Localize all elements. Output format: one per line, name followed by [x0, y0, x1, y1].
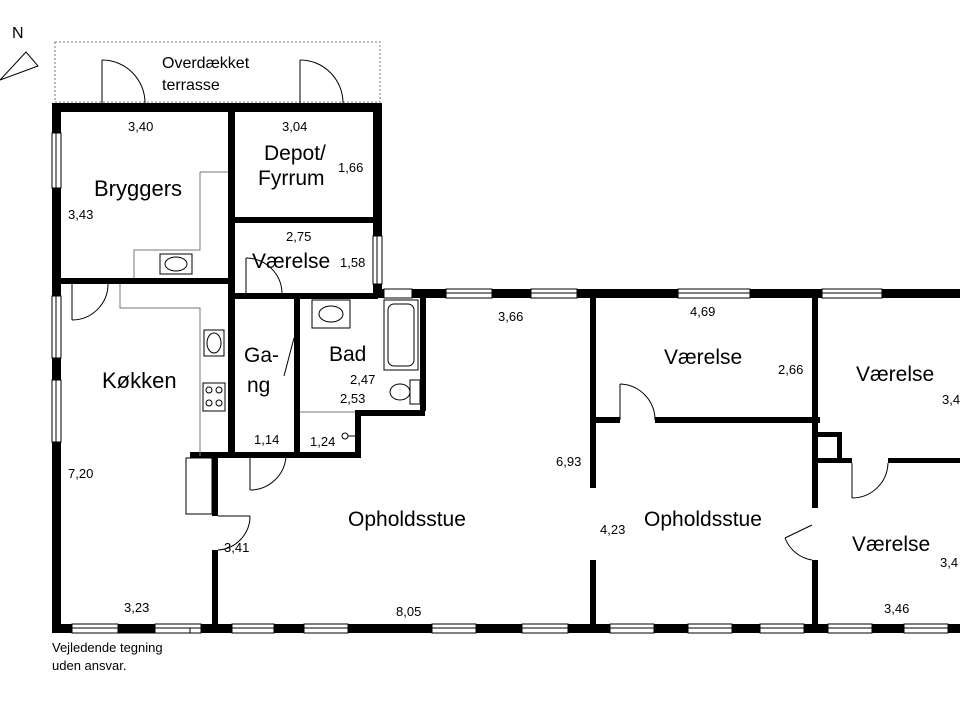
room-gang-line1: Ga- [244, 344, 279, 367]
room-koekken: Køkken [102, 368, 177, 393]
dim-gang-width: 1,14 [254, 432, 279, 447]
room-bad: Bad [329, 343, 366, 366]
north-arrow-icon [0, 51, 39, 81]
dim-vaerelse-small-depth: 1,58 [340, 255, 365, 270]
walls [52, 103, 960, 633]
terrace-label-line1: Overdækket [162, 55, 250, 72]
dim-bryggers-width: 3,40 [128, 119, 153, 134]
dim-opholdsstue-bottom: 8,05 [396, 604, 421, 619]
dim-opholdsstue-offset: 3,41 [224, 540, 249, 555]
dim-vaerelse-right-bottom-depth: 3,4 [940, 555, 958, 570]
room-vaerelse-mid: Værelse [664, 346, 742, 369]
dim-opholdsstue-depth: 6,93 [556, 454, 581, 469]
dim-bad-small: 1,24 [310, 434, 335, 449]
dim-opholdsstue-top: 3,66 [498, 309, 523, 324]
room-gang-line2: ng [247, 374, 270, 397]
room-depot-line2: Fyrrum [258, 167, 325, 190]
doors [71, 59, 889, 634]
dim-vaerelse-mid-width: 4,69 [690, 304, 715, 319]
dim-bad-b: 2,53 [340, 391, 365, 406]
dim-vaerelse-right-top-depth: 3,4 [942, 392, 960, 407]
room-vaerelse-small: Værelse [252, 250, 330, 273]
disclaimer-line1: Vejledende tegning [52, 640, 163, 655]
dim-vaerelse-small-width: 2,75 [286, 229, 311, 244]
dim-depot-depth: 1,66 [338, 160, 363, 175]
dim-opholdsstue-2-depth: 4,23 [600, 522, 625, 537]
dim-depot-width: 3,04 [282, 119, 307, 134]
dim-koekken-depth: 7,20 [68, 466, 93, 481]
disclaimer-line2: uden ansvar. [52, 658, 126, 673]
dim-vaerelse-right-bottom-width: 3,46 [884, 601, 909, 616]
terrace-outline [54, 41, 381, 103]
room-opholdsstue-1: Opholdsstue [348, 508, 466, 531]
dim-koekken-width: 3,23 [124, 600, 149, 615]
room-bryggers: Bryggers [94, 176, 182, 201]
dim-bad-a: 2,47 [350, 372, 375, 387]
room-depot-line1: Depot/ [264, 142, 326, 165]
terrace-label-line2: terrasse [162, 77, 220, 94]
compass-label: N [12, 25, 24, 42]
fixtures [119, 171, 421, 515]
dim-vaerelse-mid-depth: 2,66 [778, 362, 803, 377]
room-vaerelse-right-bottom: Værelse [852, 533, 930, 556]
room-vaerelse-right-top: Værelse [856, 363, 934, 386]
room-opholdsstue-2: Opholdsstue [644, 508, 762, 531]
dim-bryggers-depth: 3,43 [68, 207, 93, 222]
windows [51, 132, 949, 634]
